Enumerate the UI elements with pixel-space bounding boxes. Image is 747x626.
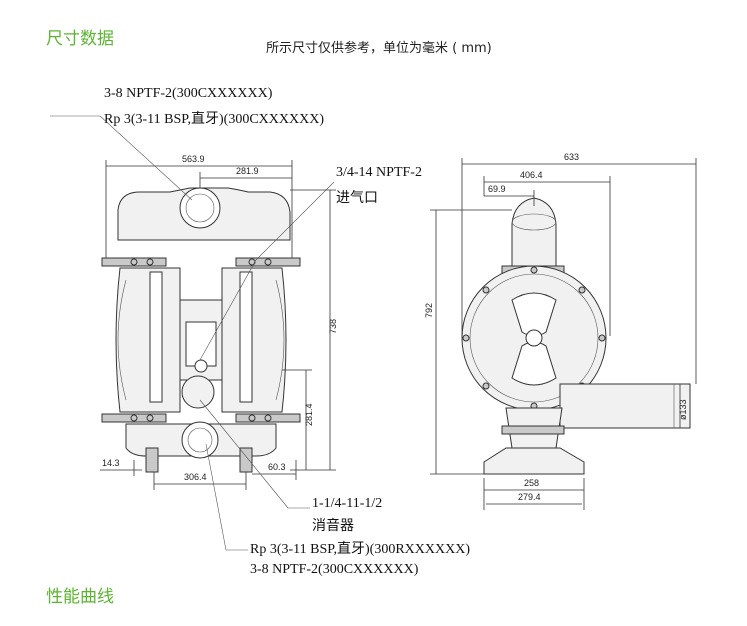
dim-side-top-depth: 406.4: [520, 170, 543, 180]
air-inlet-label: 进气口: [336, 191, 378, 206]
bottom-port-label-bsp: Rp 3(3-11 BSP,直牙)(300RXXXXXX): [250, 542, 470, 557]
side-view-pump: [461, 197, 691, 475]
muffler-label: 消音器: [312, 519, 354, 534]
air-inlet-thread-label: 3/4-14 NPTF-2: [336, 165, 422, 180]
side-view-dimensions: [430, 158, 697, 510]
dim-side-port-diameter: ø133: [678, 399, 688, 420]
dim-side-height: 792: [424, 303, 434, 318]
front-view-pump: [101, 187, 301, 473]
dim-front-height: 738: [328, 319, 338, 334]
dim-outlet-height: 281.4: [304, 403, 314, 426]
dimensions-heading: 尺寸数据: [46, 29, 114, 49]
dim-left-offset: 14.3: [102, 458, 120, 468]
muffler-thread-label: 1-1/4-11-1/2: [312, 496, 383, 511]
dim-base-width: 306.4: [184, 472, 207, 482]
dim-half-width: 281.9: [236, 166, 259, 176]
top-port-label-bsp: Rp 3(3-11 BSP,直牙)(300CXXXXXX): [104, 112, 324, 127]
performance-heading: 性能曲线: [46, 587, 114, 607]
units-note: 所示尺寸仅供参考，单位为毫米 ( mm): [266, 41, 492, 56]
dim-side-overall-depth: 633: [564, 152, 579, 162]
dim-right-offset: 60.3: [268, 462, 286, 472]
top-port-label-npt: 3-8 NPTF-2(300CXXXXXX): [104, 86, 273, 101]
dim-side-base-outer: 279.4: [518, 492, 541, 502]
dim-side-base-inner: 258: [524, 478, 539, 488]
dim-overall-width: 563.9: [182, 154, 205, 164]
bottom-port-label-npt: 3-8 NPTF-2(300CXXXXXX): [250, 562, 419, 577]
front-view-dimensions: [50, 115, 336, 551]
dim-side-inlet-offset: 69.9: [488, 184, 506, 194]
